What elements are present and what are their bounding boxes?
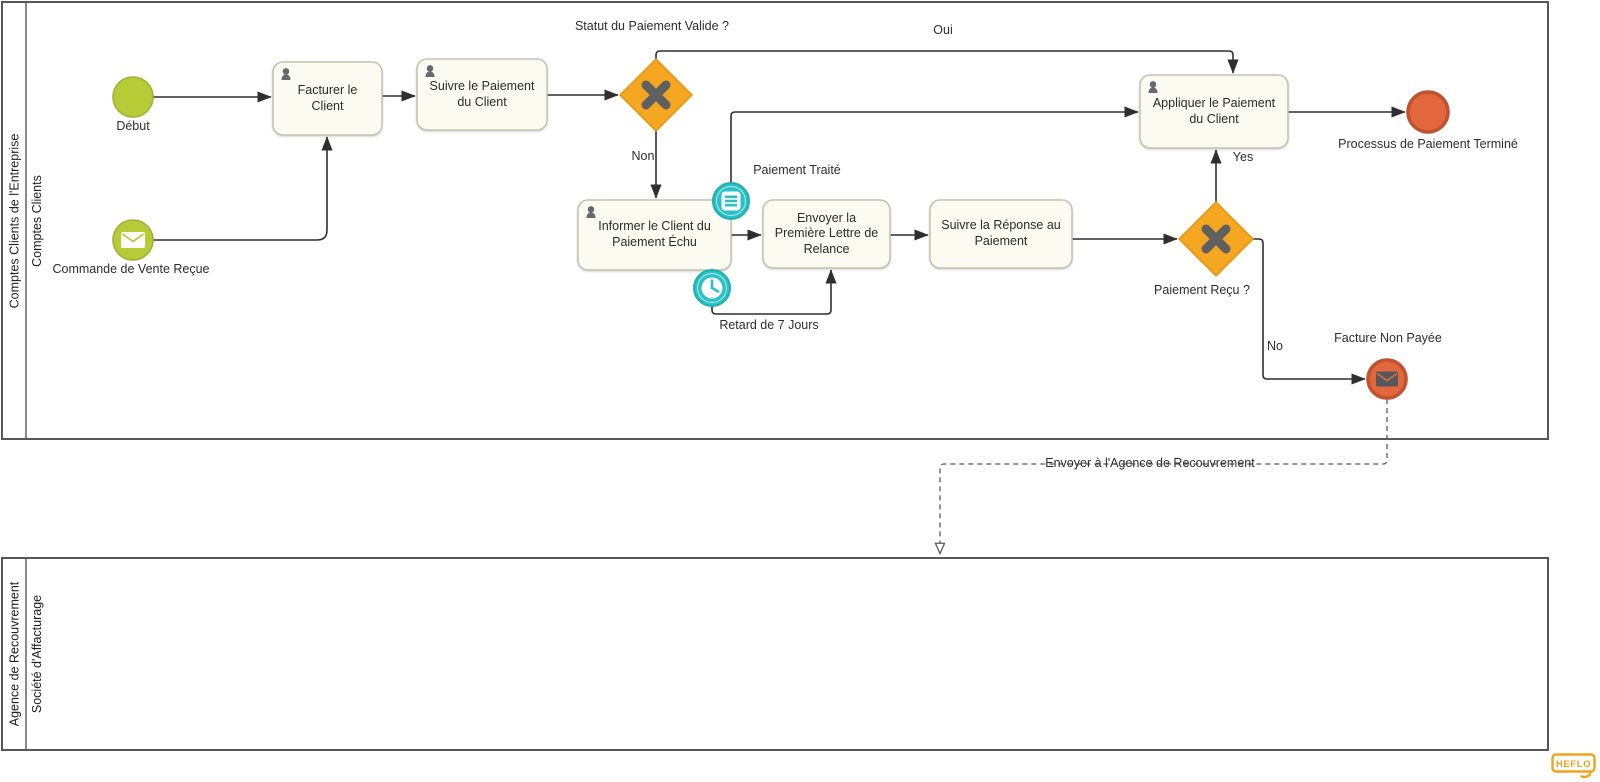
pool1-label-text: Comptes Clients de l'Entreprise <box>7 133 21 308</box>
heflo-logo-text: HEFLO <box>1556 759 1591 770</box>
x-marker-icon <box>641 80 671 110</box>
sequence-flows <box>153 50 1406 385</box>
flow-paiement-traite <box>730 106 1139 183</box>
user-icon <box>1148 81 1158 93</box>
task-facturer-le-client[interactable] <box>272 61 383 136</box>
task-envoyer-premiere-lettre[interactable] <box>762 199 891 269</box>
flow-commande-facturer <box>153 136 333 241</box>
user-icon <box>586 206 596 218</box>
flow-retard-7-jours <box>711 269 837 315</box>
document-lines-icon <box>721 191 741 211</box>
task-suivre-le-paiement[interactable] <box>416 58 548 131</box>
envelope-icon <box>1376 371 1398 387</box>
pool2-label: Agence de Recouvrement <box>2 558 26 750</box>
start-event[interactable] <box>112 76 154 118</box>
pool-agence-recouvrement <box>1 557 1549 751</box>
gateway-statut-paiement-valide[interactable] <box>619 58 693 132</box>
user-icon <box>425 65 435 77</box>
flow-oui <box>655 50 1239 74</box>
heflo-logo[interactable]: HEFLO <box>1551 753 1596 779</box>
lane2-label: Société d'Affacturage <box>26 558 48 750</box>
boundary-message-event[interactable] <box>712 182 750 220</box>
task-informer-label: Informer le Client du Paiement Échu <box>598 219 711 249</box>
pool2-label-text: Agence de Recouvrement <box>7 581 21 727</box>
task-envoyer-lettre-label: Envoyer la Première Lettre de Relance <box>774 210 879 256</box>
task-informer-le-client[interactable] <box>577 199 732 271</box>
envelope-icon <box>121 232 145 248</box>
gateway-paiement-recu[interactable] <box>1178 201 1254 277</box>
message-start-event[interactable] <box>112 219 154 261</box>
user-icon <box>281 68 291 80</box>
task-suivre-la-reponse[interactable] <box>929 199 1073 269</box>
task-facturer-label: Facturer le Client <box>297 82 358 113</box>
task-appliquer-label: Appliquer le Paiement du Client <box>1152 95 1276 126</box>
lane1-label: Comptes Clients <box>26 2 48 439</box>
end-event[interactable] <box>1406 90 1450 134</box>
x-marker-icon <box>1201 224 1231 254</box>
task-suivre-paiement-label: Suivre le Paiement du Client <box>429 78 535 109</box>
message-end-event[interactable] <box>1366 358 1408 400</box>
flow-no <box>1253 238 1366 385</box>
pool1-label: Comptes Clients de l'Entreprise <box>2 2 26 439</box>
lane2-label-text: Société d'Affacturage <box>30 594 44 714</box>
clock-icon <box>701 277 723 299</box>
lane1-label-text: Comptes Clients <box>30 174 45 267</box>
boundary-timer-event[interactable] <box>693 269 731 307</box>
task-suivre-reponse-label: Suivre la Réponse au Paiement <box>941 218 1061 248</box>
task-appliquer-le-paiement[interactable] <box>1139 74 1289 149</box>
tasks <box>272 58 1289 271</box>
